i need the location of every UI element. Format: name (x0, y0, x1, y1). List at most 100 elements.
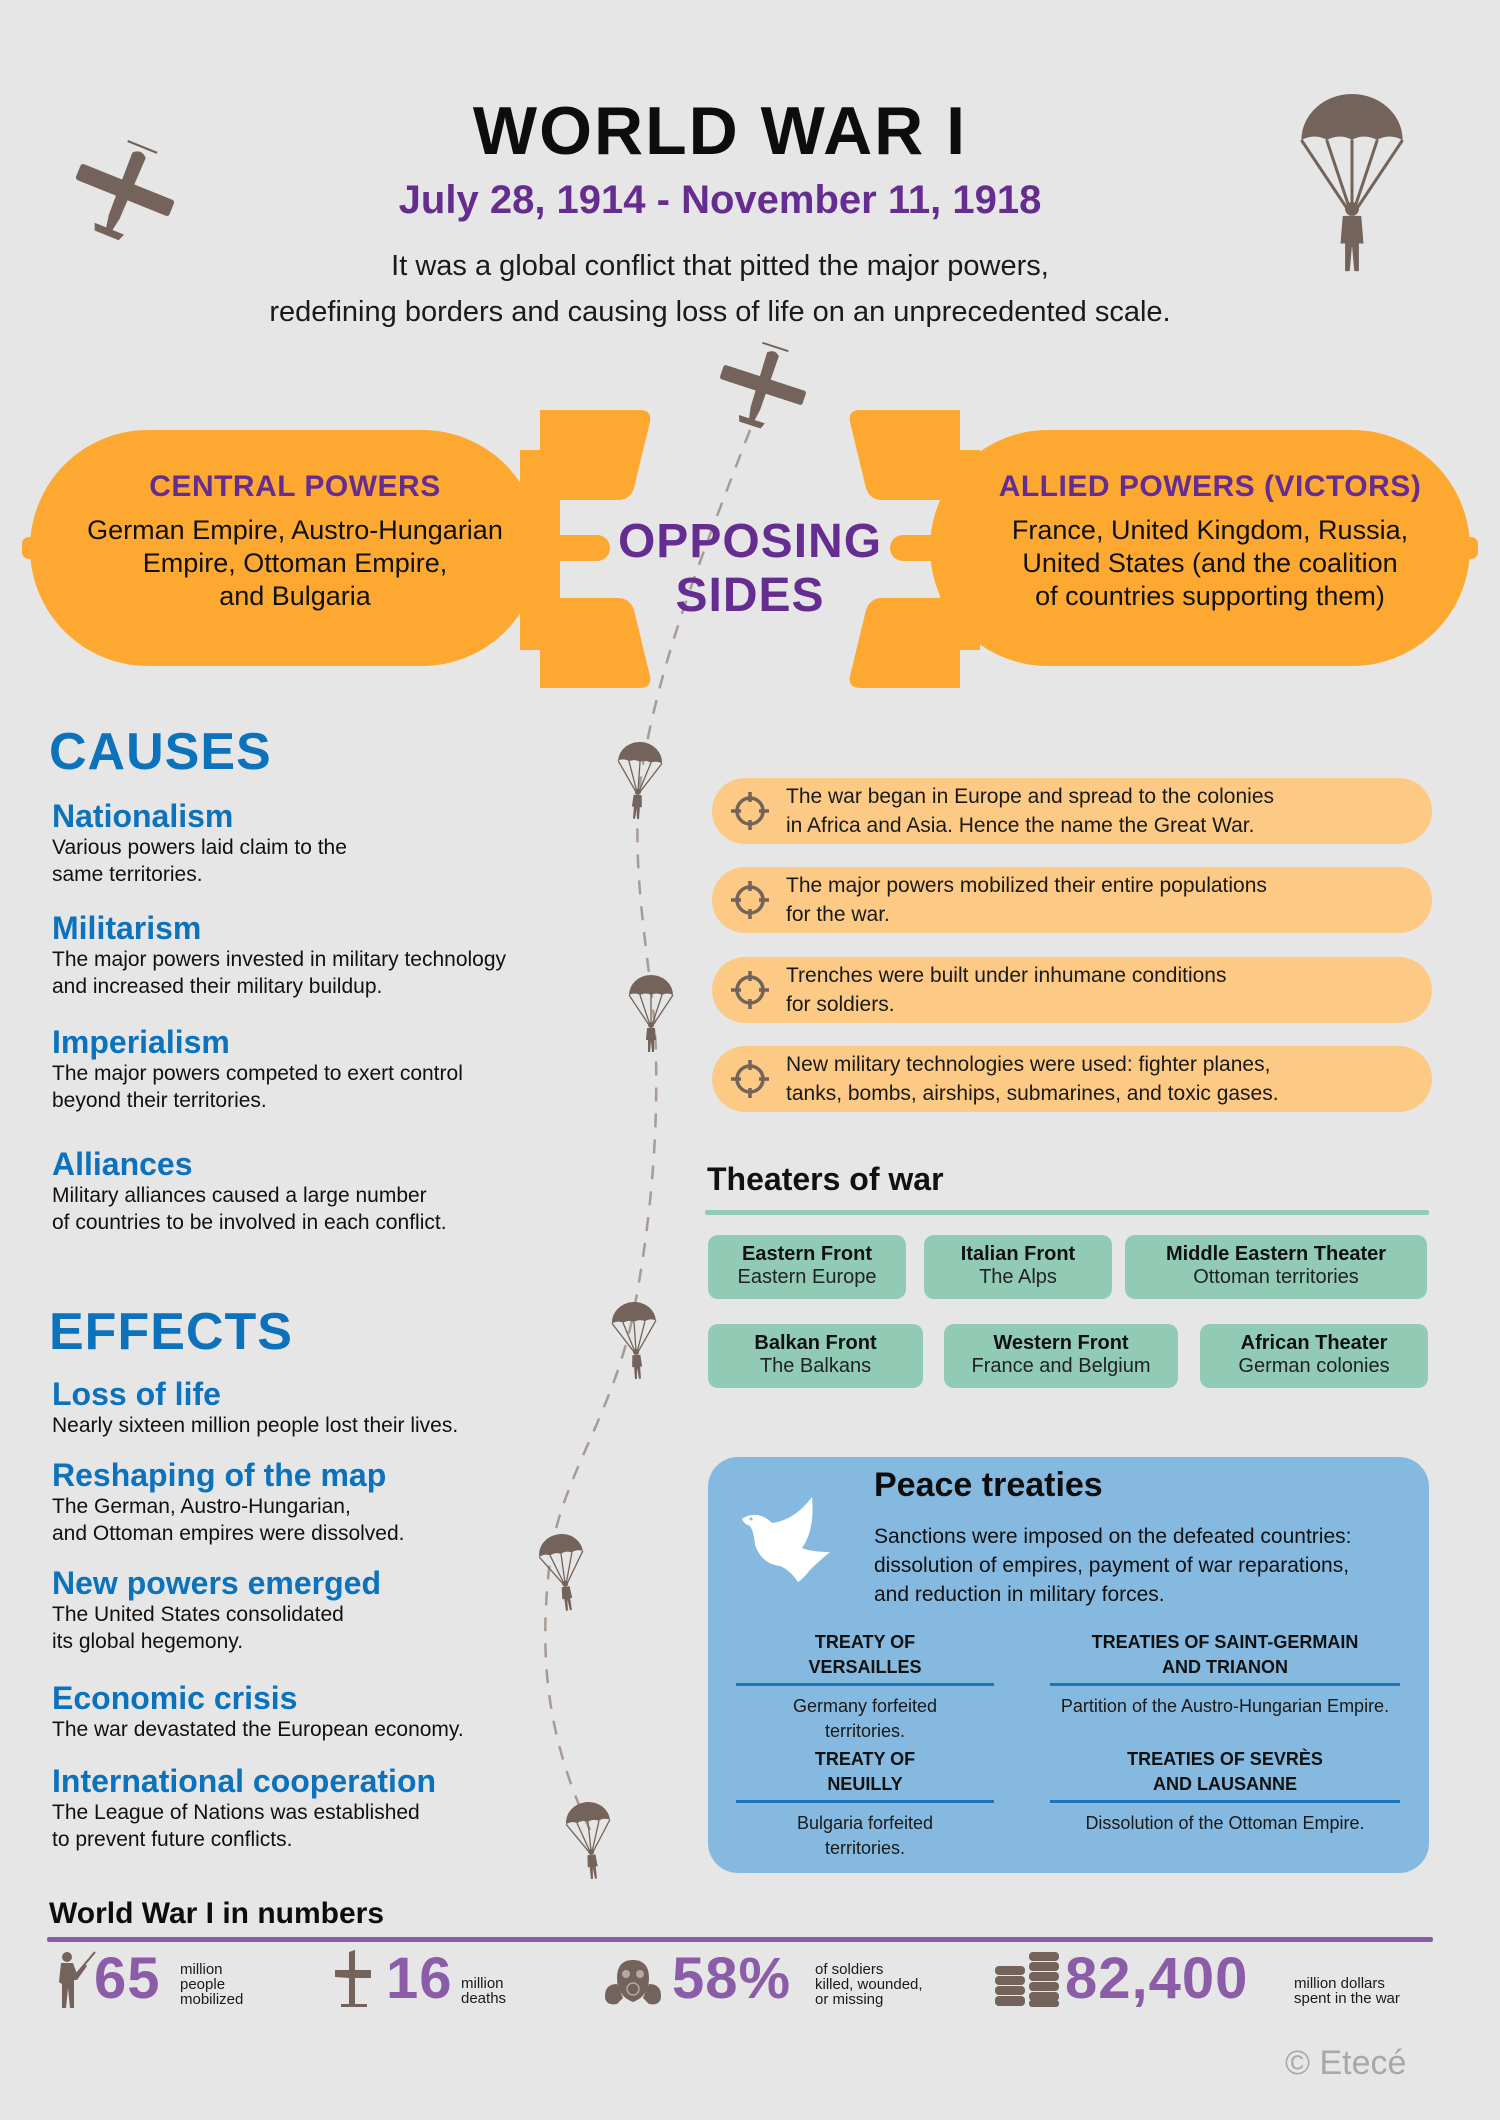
crosshair-icon (731, 792, 769, 830)
treaty-title: TREATIES OF SAINT-GERMAIN (1091, 1632, 1359, 1652)
theater-card: Balkan Front The Balkans (708, 1324, 923, 1388)
crosshair-icon (731, 1060, 769, 1098)
stat-value: 82,400 (1065, 1946, 1249, 2011)
parachutist-icon (535, 1530, 592, 1615)
treaty-title: AND TRIANON (1162, 1657, 1288, 1677)
cause-item: Nationalism Various powers laid claim to… (52, 798, 347, 888)
treaty-desc: Dissolution of the Ottoman Empire. (1085, 1813, 1365, 1833)
allied-powers-block: ALLIED POWERS (VICTORS) France, United K… (960, 470, 1460, 613)
fact-line: Trenches were built under inhumane condi… (786, 964, 1227, 987)
intro-text: It was a global conflict that pitted the… (0, 243, 1440, 335)
theater-card: Italian Front The Alps (924, 1235, 1112, 1299)
stat-label-line: million (180, 1961, 223, 1978)
theater-region: France and Belgium (971, 1355, 1151, 1377)
fact-line: tanks, bombs, airships, submarines, and … (786, 1082, 1279, 1105)
effect-text: and Ottoman empires were dissolved. (52, 1522, 405, 1545)
stat-label-line: killed, wounded, (815, 1976, 923, 1993)
theater-region: Ottoman territories (1193, 1266, 1359, 1288)
stat-label: of soldiers killed, wounded, or missing (815, 1962, 923, 2007)
fact-line: The major powers mobilized their entire … (786, 874, 1267, 897)
members-line: United States (and the coalition (1022, 548, 1398, 578)
effect-item: Economic crisis The war devastated the E… (52, 1680, 464, 1743)
effect-title: Loss of life (52, 1376, 221, 1412)
fact-pill: The war began in Europe and spread to th… (712, 778, 1432, 844)
theaters-title: Theaters of war (707, 1161, 944, 1197)
treaty-desc: Bulgaria forfeited (796, 1813, 934, 1833)
fact-line: for the war. (786, 903, 890, 926)
effect-text: Nearly sixteen million people lost their… (52, 1414, 459, 1437)
effect-item: New powers emerged The United States con… (52, 1565, 381, 1655)
cause-title: Alliances (52, 1146, 193, 1182)
parachutist-icon (563, 1799, 617, 1882)
theater-name: Eastern Front (741, 1243, 873, 1265)
theater-region: The Alps (979, 1266, 1057, 1288)
stat-label-line: spent in the war (1294, 1990, 1400, 2007)
theater-region: The Balkans (759, 1355, 872, 1377)
cause-title: Imperialism (52, 1024, 230, 1060)
members-line: and Bulgaria (219, 581, 371, 611)
causes-heading: CAUSES (49, 723, 272, 781)
members-line: of countries supporting them) (1035, 581, 1385, 611)
treaty-title: NEUILLY (827, 1774, 903, 1794)
effect-item: Loss of life Nearly sixteen million peop… (52, 1376, 458, 1439)
allied-powers-bomb-shape (849, 410, 1478, 688)
peace-treaties-description: Sanctions were imposed on the defeated c… (874, 1522, 1419, 1609)
peace-desc-line: dissolution of empires, payment of war r… (874, 1554, 1350, 1577)
effect-text: The war devastated the European economy. (52, 1718, 464, 1741)
effect-text: The German, Austro-Hungarian, (52, 1495, 351, 1518)
cause-text: Various powers laid claim to the (52, 836, 347, 859)
crosshair-icon (731, 881, 769, 919)
peace-desc-line: Sanctions were imposed on the defeated c… (874, 1525, 1352, 1548)
central-powers-block: CENTRAL POWERS German Empire, Austro-Hun… (45, 470, 545, 613)
stat-label: million deaths (461, 1976, 506, 2006)
fact-text: The major powers mobilized their entire … (786, 871, 1267, 929)
theater-card: Eastern Front Eastern Europe (708, 1235, 906, 1299)
treaty-desc: Germany forfeited (792, 1696, 938, 1716)
numbers-title: World War I in numbers (49, 1897, 385, 1930)
fact-pill: Trenches were built under inhumane condi… (712, 957, 1432, 1023)
stat-label-line: million dollars (1294, 1975, 1385, 1992)
treaty-versailles: TREATY OF VERSAILLES Germany forfeited t… (735, 1630, 995, 1744)
theater-region: Eastern Europe (737, 1266, 877, 1288)
effect-item: Reshaping of the map The German, Austro-… (52, 1457, 405, 1547)
fact-line: for soldiers. (786, 993, 895, 1016)
treaty-saint-germain-trianon: TREATIES OF SAINT-GERMAIN AND TRIANON Pa… (1025, 1630, 1425, 1719)
treaty-title: AND LAUSANNE (1153, 1774, 1297, 1794)
cause-text: The major powers invested in military te… (52, 948, 507, 971)
cause-item: Militarism The major powers invested in … (52, 910, 506, 1000)
effect-title: International cooperation (52, 1763, 437, 1799)
cause-text: and increased their military buildup. (52, 975, 383, 998)
theaters-divider (705, 1210, 1429, 1215)
intro-line: redefining borders and causing loss of l… (269, 296, 1171, 328)
cause-item: Imperialism The major powers competed to… (52, 1024, 463, 1114)
stat-label-line: million (461, 1975, 504, 1992)
theater-region: German colonies (1238, 1355, 1390, 1377)
fact-line: The war began in Europe and spread to th… (786, 785, 1274, 808)
plane-icon (708, 332, 817, 439)
allied-powers-title: ALLIED POWERS (VICTORS) (998, 470, 1422, 503)
cause-title: Nationalism (52, 798, 234, 834)
central-powers-title: CENTRAL POWERS (149, 470, 441, 503)
treaty-title: TREATY OF (814, 1749, 916, 1769)
parachutist-icon (613, 739, 664, 822)
peace-desc-line: and reduction in military forces. (874, 1583, 1165, 1606)
cause-text: same territories. (52, 863, 203, 886)
treaty-desc: territories. (824, 1721, 905, 1741)
peace-treaties-panel (708, 1457, 1429, 1873)
stat-value: 58% (672, 1946, 792, 2011)
fact-text: New military technologies were used: fig… (786, 1050, 1279, 1108)
cause-text: The major powers competed to exert contr… (52, 1062, 463, 1085)
copyright: © Etecé (1285, 2044, 1407, 2082)
stat-label: million dollars spent in the war (1294, 1976, 1400, 2006)
allied-powers-members: France, United Kingdom, Russia, United S… (960, 514, 1460, 613)
stat-label: million people mobilized (180, 1962, 243, 2007)
opposing-line: OPPOSING (617, 515, 883, 568)
stat-value: 16 (386, 1946, 453, 2011)
stat-label-line: of soldiers (815, 1961, 884, 1978)
theater-name: Italian Front (960, 1243, 1076, 1265)
grave-cross-icon (335, 1950, 371, 2007)
effect-text: its global hegemony. (52, 1630, 244, 1653)
members-line: German Empire, Austro-Hungarian (87, 515, 503, 545)
theater-card: Middle Eastern Theater Ottoman territori… (1125, 1235, 1427, 1299)
